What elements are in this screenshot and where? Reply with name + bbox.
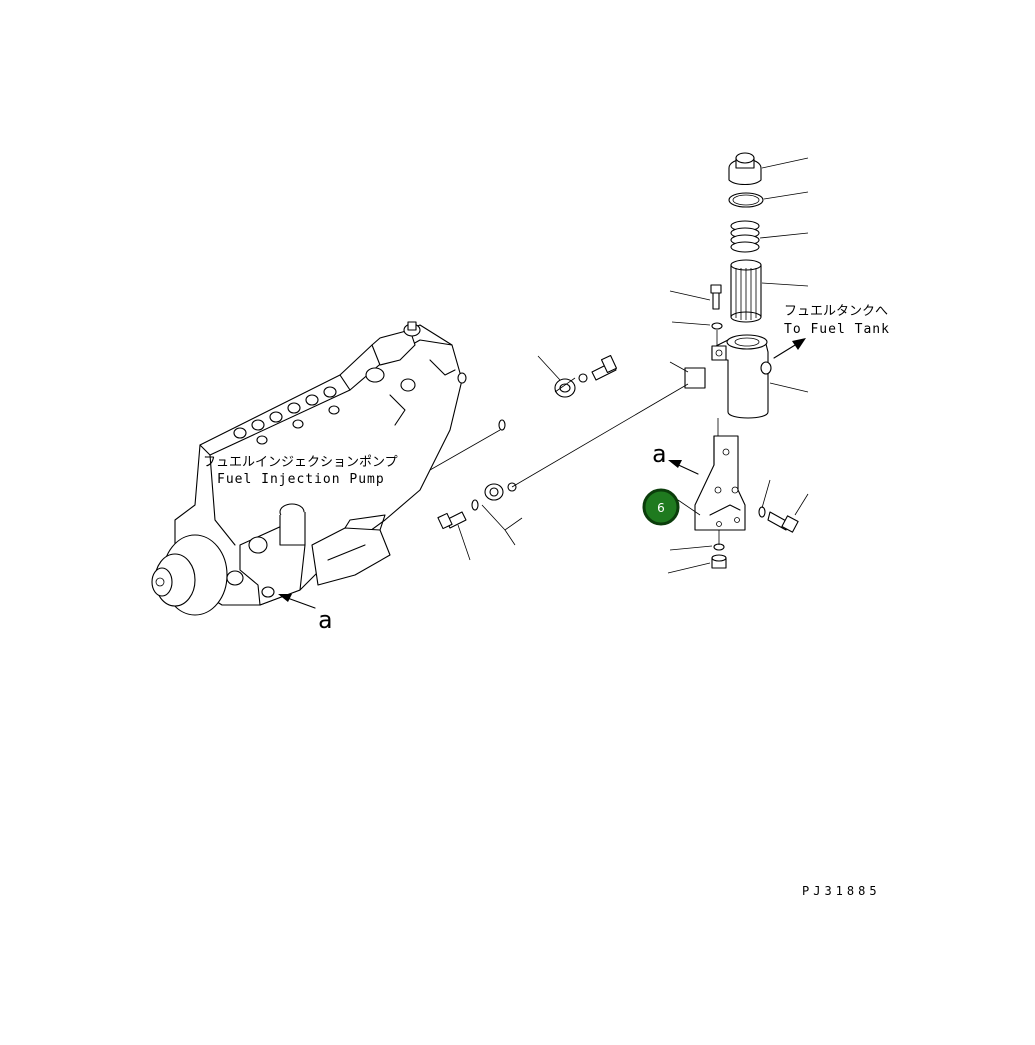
callout-6-number: 6 bbox=[657, 501, 665, 515]
to-fuel-tank-arrow bbox=[773, 338, 806, 359]
filter-head-bowl bbox=[711, 334, 772, 419]
filter-bracket bbox=[694, 435, 746, 531]
fuel-filter-assembly bbox=[694, 152, 799, 569]
drawing-code: PJ31885 bbox=[802, 884, 881, 898]
pump-label-jp: フュエルインジェクションポンプ bbox=[203, 455, 398, 470]
view-arrow-right: a bbox=[652, 440, 699, 475]
filter-element bbox=[730, 259, 762, 323]
tank-label-jp: フュエルタンクへ bbox=[784, 304, 888, 319]
pump-outlet-row bbox=[233, 386, 340, 445]
pump-drive-flange bbox=[151, 534, 228, 616]
callout-6[interactable]: 6 bbox=[642, 488, 680, 526]
tank-label-en: To Fuel Tank bbox=[784, 322, 890, 337]
filter-spring bbox=[730, 220, 760, 253]
fuel-injection-pump bbox=[151, 321, 467, 616]
pump-label-en: Fuel Injection Pump bbox=[217, 472, 385, 487]
fuel-pipe-assembly bbox=[429, 354, 706, 531]
view-label-a-right: a bbox=[652, 440, 666, 468]
filter-cap bbox=[728, 152, 762, 186]
leader-lines bbox=[457, 157, 809, 574]
view-label-a-left: a bbox=[318, 606, 332, 634]
view-arrow-left: a bbox=[278, 594, 332, 634]
